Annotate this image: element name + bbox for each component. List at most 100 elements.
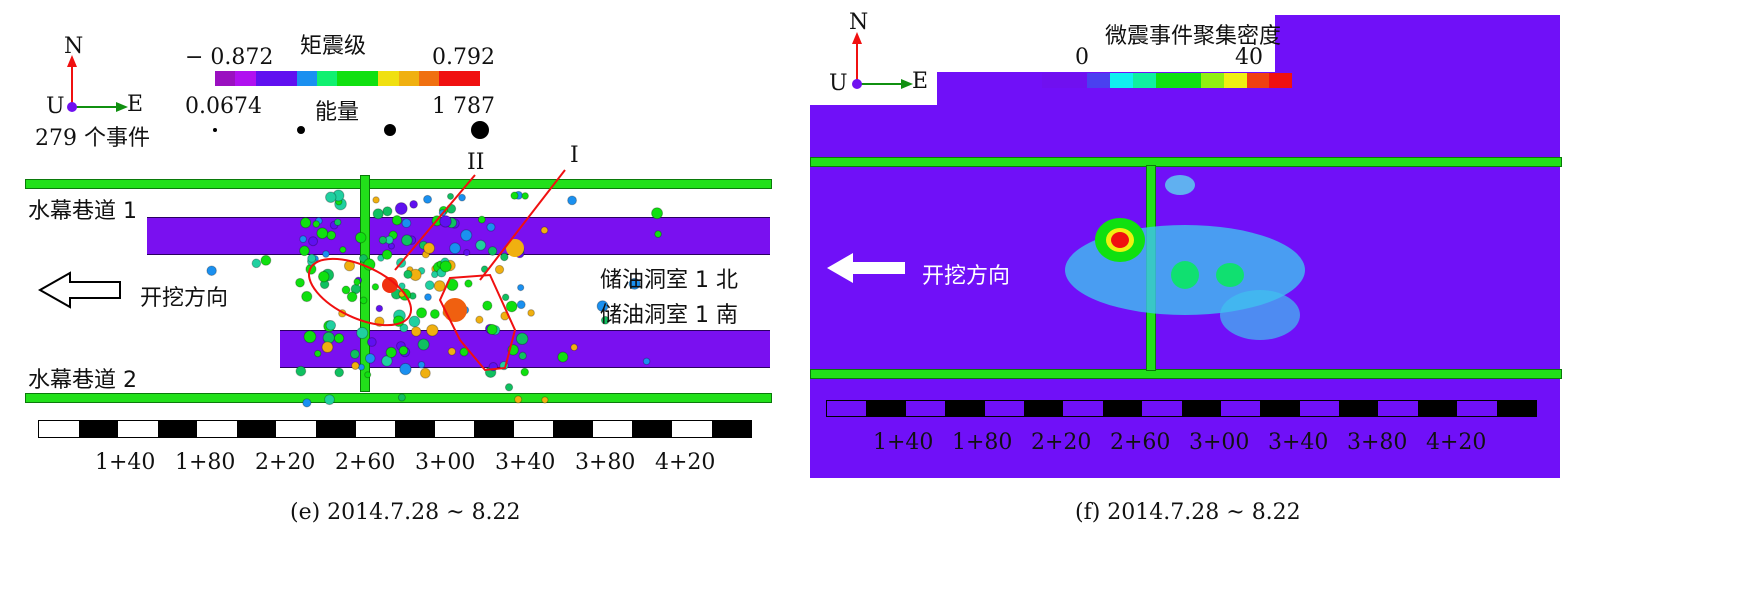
event-ball [419,367,431,379]
scale-segment [905,401,946,416]
event-ball [295,365,307,377]
event-ball [394,202,408,215]
colorbar-segment [276,71,297,86]
colorbar-segment [1155,73,1179,88]
scale-bar [38,420,752,438]
event-ball [482,300,493,311]
scale-segment [945,401,985,416]
compass-e: E [127,92,144,117]
colorbar-segment [1087,73,1111,88]
cavern-south-label: 储油洞室 1 南 [600,303,738,328]
event-ball [475,315,484,324]
event-ball [423,194,433,204]
scale-segment [1023,401,1064,416]
scale-segment [78,421,119,437]
event-ball [408,315,421,328]
station-label: 2+20 [1031,430,1092,455]
station-label: 1+40 [95,450,156,475]
event-ball [501,293,510,302]
event-ball [596,300,609,313]
scale-segment [1457,401,1497,416]
colorbar-segment [1132,73,1156,88]
station-label: 4+20 [655,450,716,475]
event-ball-large [506,239,524,257]
energy-title: 能量 [315,100,360,125]
colorbar-segment [1178,73,1202,88]
scale-bar [826,400,1537,417]
event-ball [299,217,312,229]
event-ball [324,394,335,406]
colorbar-segment [1246,73,1270,88]
density-colorbar [1042,73,1293,88]
energy-max: 1 787 [432,94,495,119]
event-ball [355,231,367,244]
event-ball [341,285,351,295]
event-ball [325,320,337,331]
event-ball [378,235,388,245]
event-ball [353,278,361,286]
density-max: 40 [1235,45,1263,70]
event-ball [654,230,662,238]
event-ball [295,277,305,288]
event-ball [651,207,664,220]
event-ball [372,196,380,204]
event-ball [397,393,406,402]
event-ball [494,264,505,275]
event-ball [517,283,525,292]
scale-segment [157,421,198,437]
event-ball [540,226,549,235]
scale-segment [1299,401,1340,416]
colorbar-segment [255,71,277,86]
event-ball [333,218,342,227]
excavation-direction-label: 开挖方向 [140,286,229,311]
scale-segment [1260,401,1300,416]
event-ball [356,326,369,340]
scale-segment [711,421,752,437]
station-label: 2+20 [255,450,316,475]
compass-n: N [64,34,84,59]
scale-segment [984,401,1024,416]
event-ball [447,347,457,356]
station-label: 3+40 [495,450,556,475]
zone-i-label: I [570,143,579,168]
event-ball [515,332,529,346]
station-label: 2+60 [335,450,396,475]
scale-segment [866,401,906,416]
event-ball [567,195,577,206]
tunnel-1-line [810,157,1562,167]
event-ball [433,280,446,292]
station-label: 1+80 [175,450,236,475]
event-ball [303,330,317,344]
magnitude-colorbar [215,71,481,86]
colorbar-segment [357,71,379,86]
event-ball [429,308,440,319]
event-ball [449,242,461,255]
event-ball [487,246,498,256]
event-ball [385,346,397,359]
colorbar-segment [459,71,481,86]
energy-size-legend [213,121,489,139]
event-ball [541,396,549,404]
zone-ii-label: II [467,150,485,175]
event-ball [403,269,413,279]
colorbar-segment [296,71,317,86]
event-ball [364,371,372,379]
water-curtain-tunnel-1-line [25,179,772,189]
event-ball [346,291,358,303]
event-count: 279 个事件 [35,126,150,151]
event-ball [339,246,347,254]
event-ball [464,279,473,288]
event-ball [424,280,435,291]
event-ball [366,337,377,347]
event-ball [500,252,509,262]
scale-segment [315,421,356,437]
scale-segment [1496,401,1537,416]
event-ball [382,206,393,217]
magnitude-min: − 0.872 [185,45,274,70]
event-ball [316,227,329,240]
event-ball [313,349,322,358]
scale-segment [672,421,712,437]
event-ball [260,254,272,266]
event-ball [206,265,217,276]
caption-f: (f) 2014.7.28 ~ 8.22 [1075,500,1301,525]
